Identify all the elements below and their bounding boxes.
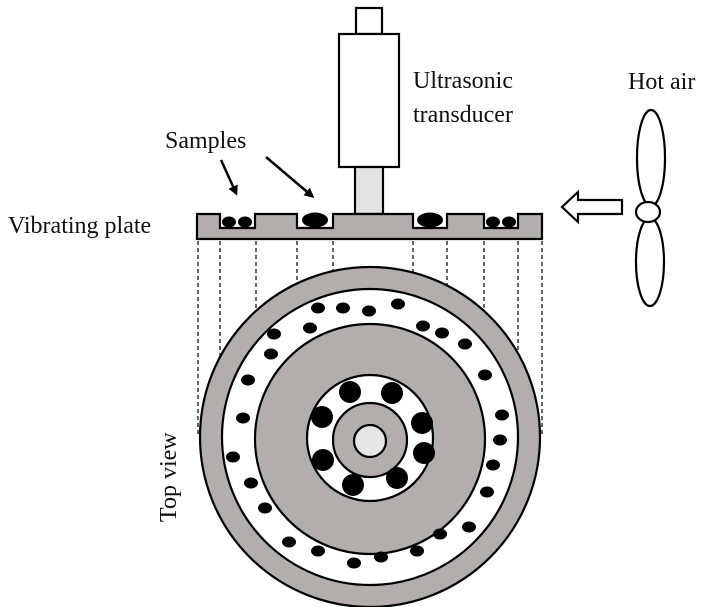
small-sample-dot: [374, 551, 388, 563]
small-sample-dot: [241, 374, 255, 386]
small-sample-dot: [495, 409, 509, 421]
label-samples: Samples: [165, 128, 246, 154]
inner-ring-samples: [311, 381, 435, 496]
outer-ring-samples: [226, 298, 509, 569]
ultrasonic-transducer: [337, 6, 401, 216]
large-sample-dot: [413, 442, 435, 464]
small-sample-dot: [480, 486, 494, 498]
top-view-disc: [198, 265, 542, 607]
small-sample-dot: [462, 521, 476, 533]
label-hot-air: Hot air: [628, 69, 695, 95]
label-ultrasonic: Ultrasonic: [413, 68, 513, 94]
plate-sample: [486, 216, 500, 228]
fan-blade-upper: [635, 108, 667, 208]
small-sample-dot: [362, 305, 376, 317]
small-sample-dot: [493, 434, 507, 446]
small-sample-dot: [347, 557, 361, 569]
transducer-body: [337, 32, 401, 169]
small-sample-dot: [336, 302, 350, 314]
small-sample-dot: [303, 322, 317, 334]
samples-arrow-left: [219, 159, 238, 196]
vibrating-plate: [195, 212, 544, 241]
small-sample-dot: [486, 459, 500, 471]
small-sample-dot: [458, 338, 472, 350]
large-sample-dot: [342, 474, 364, 496]
plate-sample: [302, 212, 328, 228]
plate-sample: [238, 216, 252, 228]
samples-arrow-right: [265, 156, 315, 198]
small-sample-dot: [244, 477, 258, 489]
fan-blade-lower: [634, 216, 666, 308]
large-sample-dot: [386, 467, 408, 489]
small-sample-dot: [226, 451, 240, 463]
small-sample-dot: [478, 369, 492, 381]
large-sample-dot: [411, 412, 433, 434]
small-sample-dot: [258, 502, 272, 514]
plate-sample: [502, 216, 516, 228]
small-sample-dot: [236, 412, 250, 424]
transducer-horn: [353, 165, 385, 216]
small-sample-dot: [311, 302, 325, 314]
small-sample-dot: [410, 545, 424, 557]
large-sample-dot: [339, 381, 361, 403]
small-sample-dot: [391, 298, 405, 310]
fan-icon: [634, 108, 667, 308]
large-sample-dot: [312, 449, 334, 471]
small-sample-dot: [433, 528, 447, 540]
small-sample-dot: [264, 348, 278, 360]
center-hub: [352, 423, 388, 459]
plate-sample: [222, 216, 236, 228]
small-sample-dot: [282, 536, 296, 548]
plate-sample: [417, 212, 443, 228]
plate-body: [195, 212, 544, 241]
small-sample-dot: [435, 327, 449, 339]
fan-hub: [634, 200, 662, 224]
label-vibrating-plate: Vibrating plate: [8, 213, 151, 239]
small-sample-dot: [311, 545, 325, 557]
airflow-arrow: [560, 189, 624, 225]
label-top-view: Top view: [156, 432, 182, 522]
label-transducer: transducer: [413, 102, 513, 128]
transducer-cap: [354, 6, 384, 36]
small-sample-dot: [416, 320, 430, 332]
large-sample-dot: [311, 406, 333, 428]
large-sample-dot: [381, 382, 403, 404]
small-sample-dot: [267, 328, 281, 340]
